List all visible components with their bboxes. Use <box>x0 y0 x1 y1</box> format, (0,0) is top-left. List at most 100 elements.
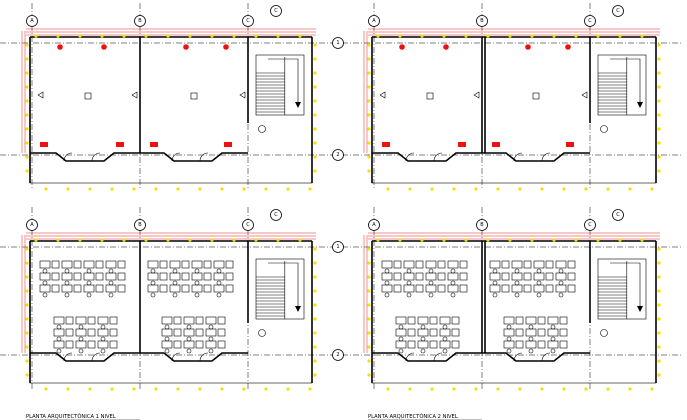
chair <box>442 324 448 330</box>
desk <box>403 272 415 281</box>
axis-bubble-label: A <box>30 222 34 228</box>
desk <box>451 316 460 325</box>
desk <box>97 340 109 349</box>
desk <box>567 272 576 281</box>
desk <box>567 260 576 269</box>
axis-bubble-circle <box>26 219 38 231</box>
desk <box>511 260 523 269</box>
chair <box>186 348 192 354</box>
desk <box>533 284 545 293</box>
desk <box>183 328 195 337</box>
marker-dot <box>474 187 478 191</box>
axis-bubble-label: B <box>480 18 484 24</box>
marker-dot <box>552 34 556 38</box>
desk <box>425 260 437 269</box>
marker-dot <box>25 71 29 75</box>
marker-dot <box>367 127 371 131</box>
chair <box>406 292 412 298</box>
marker-dot <box>25 317 29 321</box>
desk <box>547 340 559 349</box>
desk <box>447 272 459 281</box>
marker-dot <box>618 238 622 242</box>
marker-dot <box>486 238 490 242</box>
outlet-fixture <box>224 142 232 147</box>
desk <box>415 272 424 281</box>
marker-dot <box>25 261 29 265</box>
chair <box>194 280 200 286</box>
chair <box>384 268 390 274</box>
chair <box>108 292 114 298</box>
chair <box>78 348 84 354</box>
door-swing <box>433 152 443 162</box>
desk <box>545 260 554 269</box>
desk <box>65 340 74 349</box>
door-swing <box>541 152 551 162</box>
door-swing <box>199 352 209 362</box>
marker-dot <box>496 387 500 391</box>
marker-dot <box>122 34 126 38</box>
marker-dot <box>25 275 29 279</box>
chair <box>420 336 426 342</box>
marker-dot <box>313 373 317 377</box>
desk <box>205 316 217 325</box>
desk <box>117 284 126 293</box>
marker-dot <box>367 71 371 75</box>
corridor-wall <box>372 352 590 362</box>
marker-dot <box>313 113 317 117</box>
switch-symbol <box>379 91 386 99</box>
desk <box>447 284 459 293</box>
chair <box>208 324 214 330</box>
marker-dot <box>56 34 60 38</box>
desk <box>537 316 546 325</box>
marker-dot <box>442 34 446 38</box>
chair <box>86 268 92 274</box>
column-marker <box>600 329 608 337</box>
door-swing <box>541 352 551 362</box>
desk <box>65 328 74 337</box>
desk <box>439 340 451 349</box>
marker-dot <box>313 85 317 89</box>
desk <box>447 260 459 269</box>
desk <box>109 340 118 349</box>
axis-bubble-circle <box>584 15 596 27</box>
axis-bubble-label: 1 <box>336 244 339 250</box>
axis-bubble-label: C <box>616 212 620 218</box>
marker-dot <box>110 187 114 191</box>
column-marker <box>600 125 608 133</box>
chair <box>86 280 92 286</box>
chair <box>216 280 222 286</box>
door-swing <box>199 152 209 162</box>
chair <box>528 336 534 342</box>
desk <box>545 272 554 281</box>
desk <box>567 284 576 293</box>
chair <box>506 348 512 354</box>
desk <box>515 328 524 337</box>
desk <box>203 284 212 293</box>
desk <box>173 340 182 349</box>
desk <box>429 328 438 337</box>
chair <box>558 268 564 274</box>
desk <box>407 316 416 325</box>
chair <box>64 280 70 286</box>
desk <box>381 272 393 281</box>
desk <box>439 328 451 337</box>
marker-dot <box>452 187 456 191</box>
stair-arrow <box>268 58 299 105</box>
marker-dot <box>367 303 371 307</box>
desk <box>451 328 460 337</box>
marker-dot <box>232 34 236 38</box>
marker-dot <box>657 113 661 117</box>
chair <box>506 336 512 342</box>
switch-symbol <box>473 91 480 99</box>
marker-dot <box>367 359 371 363</box>
desk <box>195 340 204 349</box>
marker-dot <box>408 387 412 391</box>
marker-dot <box>25 303 29 307</box>
desk <box>381 260 393 269</box>
axis-bubble-label: A <box>30 18 34 24</box>
axis-bubble-label: 2 <box>336 152 339 158</box>
chair <box>398 348 404 354</box>
marker-dot <box>420 34 424 38</box>
marker-dot <box>25 373 29 377</box>
